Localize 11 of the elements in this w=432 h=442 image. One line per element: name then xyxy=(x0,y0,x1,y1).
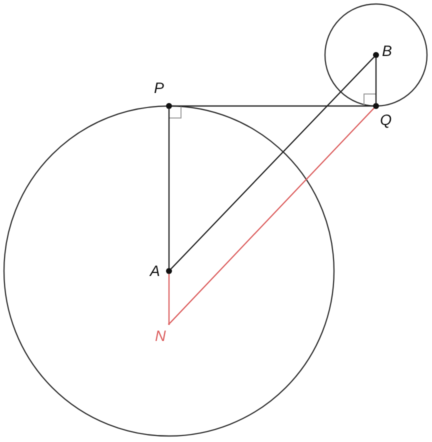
line-segment xyxy=(172,105,373,107)
line-segment xyxy=(168,274,170,323)
point-label: N xyxy=(155,329,166,344)
line-segment xyxy=(170,56,374,270)
point-label: Q xyxy=(380,113,392,128)
point-label: P xyxy=(154,81,164,96)
line-segment xyxy=(169,108,374,324)
line-segment xyxy=(168,109,170,268)
point-label: B xyxy=(382,44,392,59)
line-segment xyxy=(375,58,377,103)
point-label: A xyxy=(150,264,160,279)
